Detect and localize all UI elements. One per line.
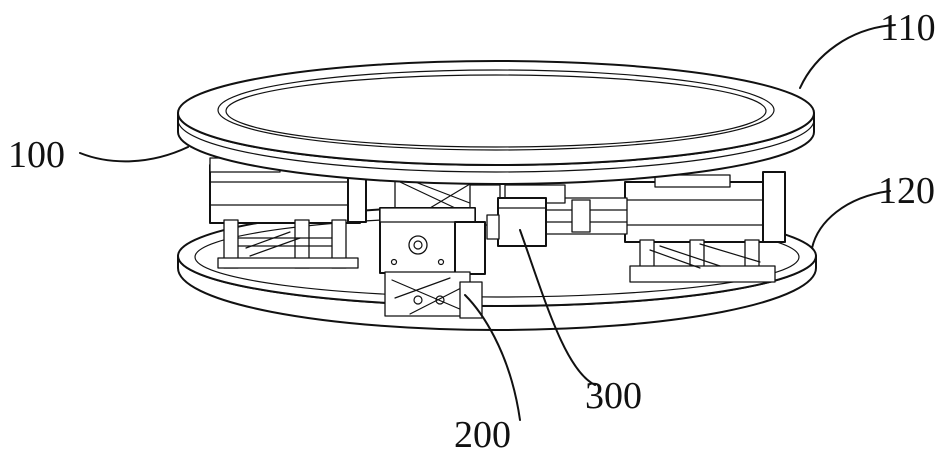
label-300: 300 [585, 375, 642, 417]
label-100: 100 [8, 134, 65, 176]
label-110: 110 [880, 7, 936, 49]
front-actuator-200 [380, 208, 485, 318]
leader-100 [80, 147, 188, 161]
label-120: 120 [878, 170, 935, 212]
label-200: 200 [454, 414, 511, 454]
top-platform [178, 61, 814, 184]
